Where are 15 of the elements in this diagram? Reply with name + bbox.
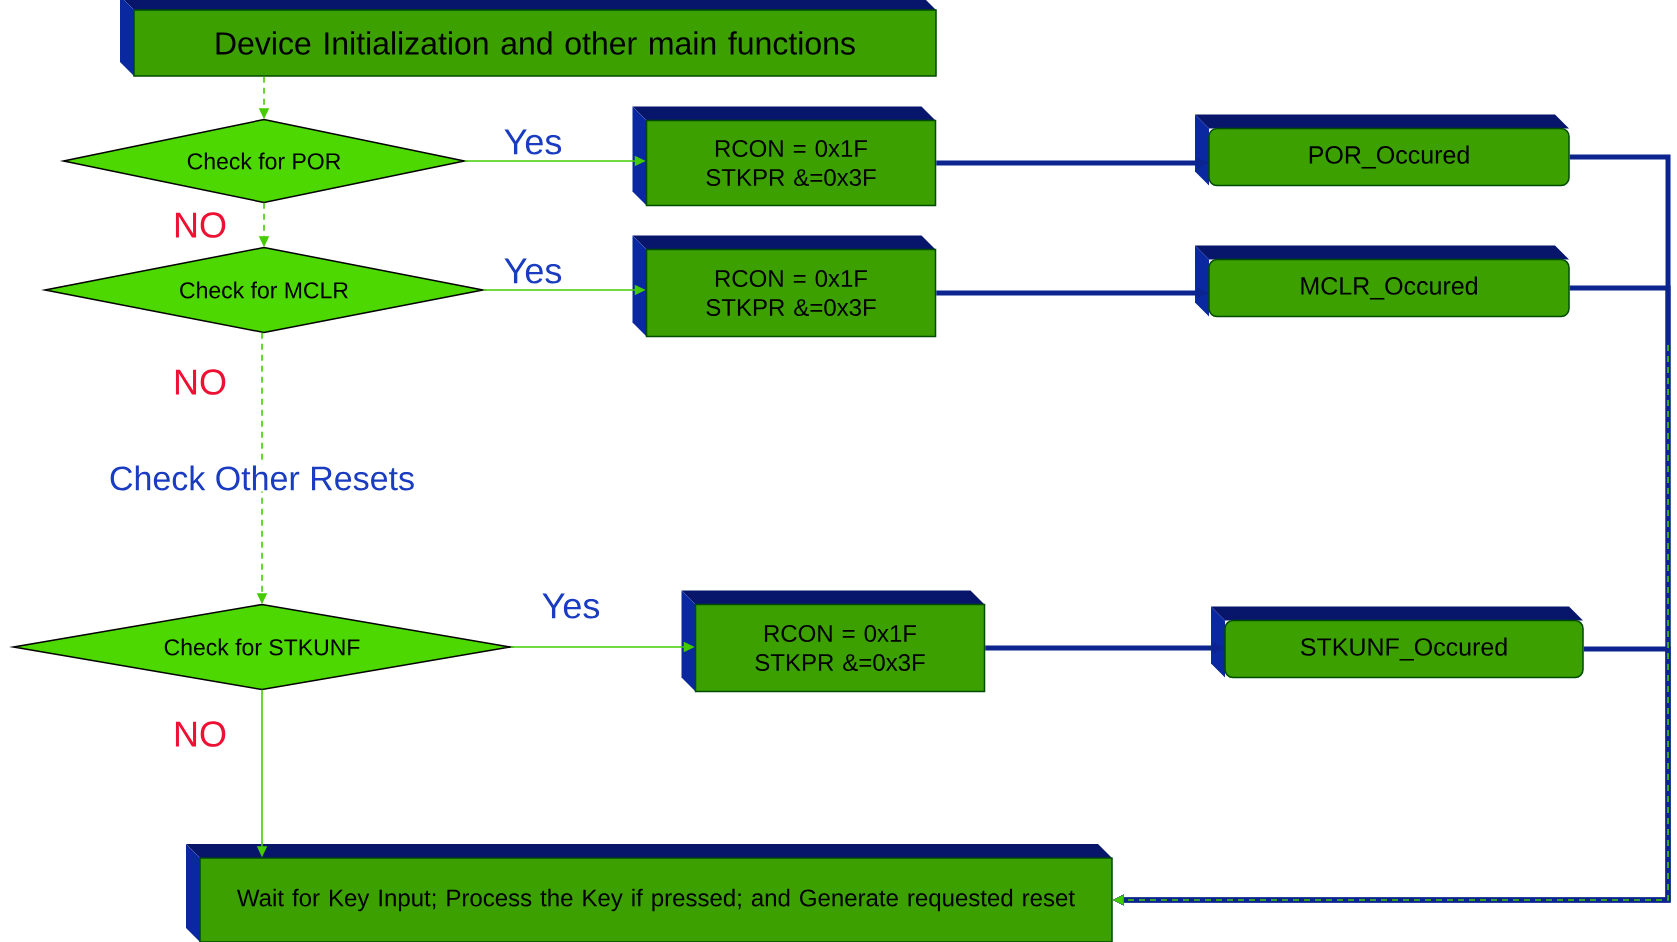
edge-label: NO [172, 211, 228, 239]
process-box: MCLR_Occured [1195, 245, 1570, 318]
process-box: POR_Occured [1195, 114, 1570, 187]
branch-label: NO [175, 369, 226, 395]
edge-label: NO [172, 720, 228, 748]
edge-label: Yes [540, 592, 602, 620]
process-box: RCON = 0x1F STKPR &=0x3F [681, 590, 986, 693]
edge-label: Check Other Resets [107, 464, 417, 492]
edge-label: Yes [502, 257, 564, 285]
process-box: STKUNF_Occured [1211, 606, 1584, 679]
process-box: RCON = 0x1F STKPR &=0x3F [632, 235, 937, 338]
title-box: Device Initialization and other main functions [120, 0, 937, 77]
process-box: Wait for Key Input; Process the Key if pressed; and Generate requested reset [186, 844, 1113, 942]
edge-label: Yes [502, 128, 564, 156]
process-box: RCON = 0x1F STKPR &=0x3F [632, 106, 937, 207]
